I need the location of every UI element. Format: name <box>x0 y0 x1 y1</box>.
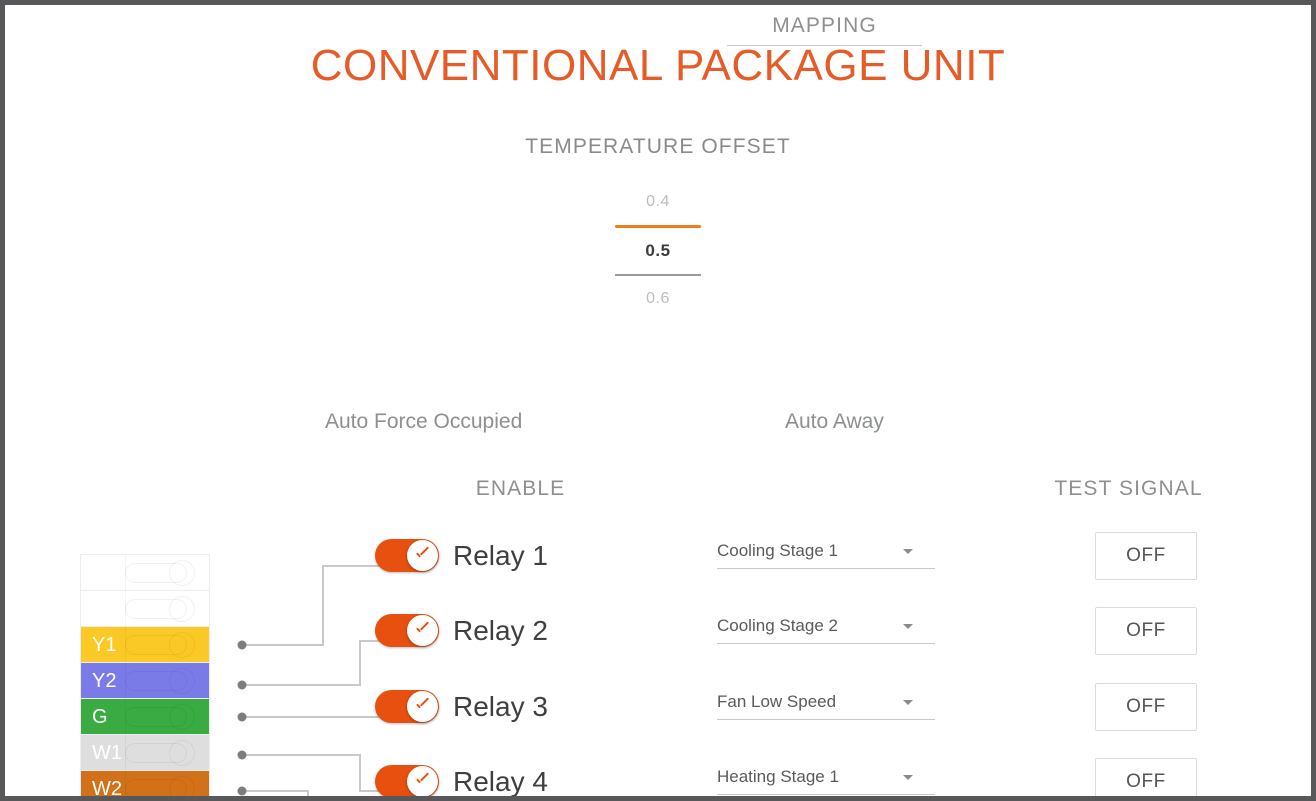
auto-away-label: Auto Away <box>785 410 884 433</box>
spinner-bottom-rule <box>615 274 701 276</box>
terminal-row-blank-1 <box>81 591 209 627</box>
terminal-label: G <box>92 705 108 728</box>
wire-node-w1 <box>237 750 247 760</box>
wire-w1-relay4 <box>242 754 386 792</box>
relay-test-signal-button[interactable]: OFF <box>1095 607 1197 655</box>
spinner-value-previous[interactable]: 0.4 <box>646 193 670 210</box>
relay-name: Relay 2 <box>453 615 548 646</box>
check-icon <box>407 691 438 722</box>
chevron-down-icon <box>903 624 913 629</box>
terminal-label: Y1 <box>92 633 117 656</box>
relay-row: Relay 3 Fan Low Speed OFF <box>5 683 1311 758</box>
relay-mapping-value: Heating Stage 1 <box>717 767 839 786</box>
temperature-offset-label: TEMPERATURE OFFSET <box>525 135 791 158</box>
relay-enable-toggle[interactable] <box>375 765 439 796</box>
relay-mapping-select[interactable]: Cooling Stage 2 <box>717 616 935 644</box>
terminal-row-w2: W2 <box>81 771 209 796</box>
spinner-value-next[interactable]: 0.6 <box>646 290 670 307</box>
terminal-screw-icon <box>125 634 187 655</box>
wire-w2 <box>242 790 309 796</box>
check-icon <box>407 540 438 571</box>
relay-mapping-select[interactable]: Fan Low Speed <box>717 692 935 720</box>
relay-mapping-value: Cooling Stage 2 <box>717 616 838 635</box>
relay-name: Relay 1 <box>453 540 548 571</box>
terminal-row-y1: Y1 <box>81 627 209 663</box>
temperature-offset-spinner[interactable]: 0.4 0.5 0.6 <box>615 185 701 316</box>
terminal-screw-icon <box>125 598 187 619</box>
relay-row: Relay 1 Cooling Stage 1 OFF <box>5 532 1311 607</box>
relay-enable-toggle[interactable] <box>375 539 439 572</box>
terminal-row-g: G <box>81 699 209 735</box>
relay-mapping-value: Cooling Stage 1 <box>717 541 838 560</box>
column-header-test-signal: TEST SIGNAL <box>1054 477 1203 500</box>
relay-mapping-value: Fan Low Speed <box>717 692 837 711</box>
chevron-down-icon <box>903 700 913 705</box>
relay-row: Relay 4 Heating Stage 1 OFF <box>5 758 1311 796</box>
auto-force-occupied-label: Auto Force Occupied <box>325 410 523 433</box>
wire-y2-relay2 <box>242 640 386 686</box>
wire-node-w2 <box>237 786 247 796</box>
terminal-row-w1: W1 <box>81 735 209 771</box>
terminal-label: Y2 <box>92 669 117 692</box>
terminal-screw-icon <box>125 742 187 763</box>
terminal-screw-icon <box>125 670 187 691</box>
column-header-enable: ENABLE <box>475 477 566 500</box>
relay-name: Relay 3 <box>453 691 548 722</box>
relay-enable-toggle[interactable] <box>375 614 439 647</box>
wire-node-g <box>237 712 247 722</box>
relay-row: Relay 2 Cooling Stage 2 OFF <box>5 607 1311 682</box>
wire-y1-relay1 <box>242 565 386 646</box>
terminal-screw-icon <box>125 562 187 583</box>
column-header-mapping: MAPPING <box>727 14 922 46</box>
check-icon <box>407 766 438 796</box>
spinner-top-rule <box>615 225 701 228</box>
terminal-screw-icon <box>125 778 187 796</box>
terminal-row-y2: Y2 <box>81 663 209 699</box>
relay-test-signal-button[interactable]: OFF <box>1095 683 1197 731</box>
terminal-label: W1 <box>92 741 122 764</box>
check-icon <box>407 615 438 646</box>
spinner-value-selected[interactable]: 0.5 <box>645 241 671 260</box>
relay-mapping-select[interactable]: Cooling Stage 1 <box>717 541 935 569</box>
terminal-label: W2 <box>92 777 122 797</box>
wire-node-y1 <box>237 640 247 650</box>
terminal-screw-icon <box>125 706 187 727</box>
terminal-row-blank-0 <box>81 555 209 591</box>
wire-node-y2 <box>237 680 247 690</box>
chevron-down-icon <box>903 775 913 780</box>
chevron-down-icon <box>903 549 913 554</box>
relay-name: Relay 4 <box>453 766 548 796</box>
relay-enable-toggle[interactable] <box>375 690 439 723</box>
page-title: CONVENTIONAL PACKAGE UNIT <box>310 41 1006 90</box>
page-canvas: CONVENTIONAL PACKAGE UNIT TEMPERATURE OF… <box>5 5 1311 796</box>
relay-test-signal-button[interactable]: OFF <box>1095 758 1197 796</box>
relay-mapping-select[interactable]: Heating Stage 1 <box>717 767 935 795</box>
relay-test-signal-button[interactable]: OFF <box>1095 532 1197 580</box>
